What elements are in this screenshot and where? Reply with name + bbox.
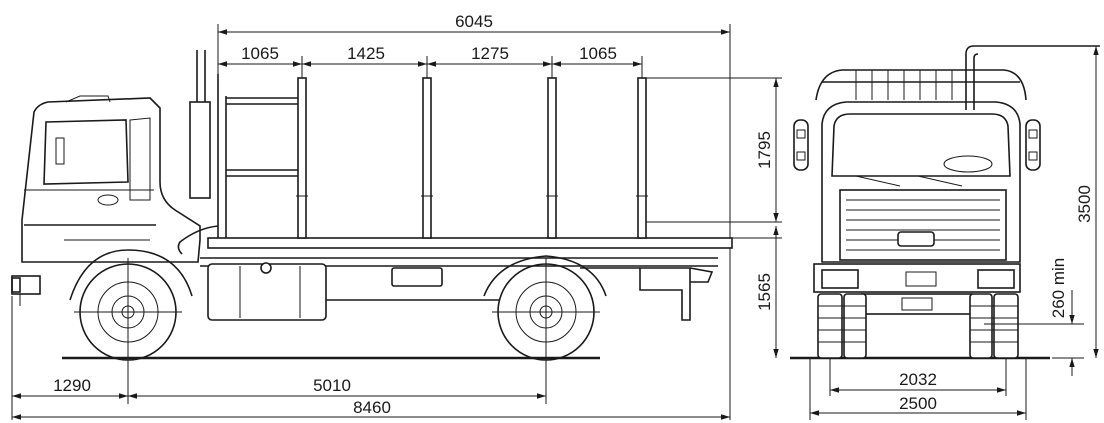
- dim-front-overhang: 1290: [53, 376, 91, 395]
- front-tires: [817, 293, 1019, 359]
- cab-emblem-icon: [97, 194, 119, 206]
- stake: [637, 77, 647, 239]
- dim-stake-height: 1795: [755, 131, 774, 169]
- stake: [422, 77, 432, 239]
- front-wheel: [74, 258, 182, 366]
- dim-stake-gap-1: 1065: [241, 44, 279, 63]
- front-dimensions: 3500 260 min 2032 2500: [809, 46, 1099, 420]
- right-mirror: [1025, 119, 1041, 171]
- fuel-cap-icon: [260, 262, 272, 274]
- platform-deck: [207, 237, 733, 249]
- side-view: [11, 50, 733, 366]
- dim-stake-gap-3: 1275: [471, 44, 509, 63]
- front-headboard: [815, 45, 1100, 110]
- dim-stake-gap-2: 1425: [347, 44, 385, 63]
- dim-stake-gap-4: 1065: [579, 44, 617, 63]
- fuel-tank: [207, 262, 327, 321]
- maz-logo-icon: [897, 231, 935, 247]
- dim-load-length: 6045: [455, 12, 493, 31]
- front-view: [790, 45, 1100, 360]
- battery-box: [391, 267, 443, 287]
- dim-ground-clearance: 260 min: [1049, 258, 1068, 318]
- dim-overall-width: 2500: [899, 394, 937, 413]
- rear-wheel: [492, 258, 600, 366]
- front-windshield: [831, 113, 1011, 177]
- front-fender: [69, 249, 193, 301]
- dim-overall-length: 8460: [353, 398, 391, 417]
- left-mirror: [793, 119, 809, 171]
- left-headlight: [821, 269, 859, 289]
- front-bumper-front-view: [813, 263, 1021, 315]
- cab: [21, 95, 201, 263]
- grille: [839, 189, 1007, 261]
- stake: [297, 77, 307, 239]
- right-headlight: [977, 269, 1015, 289]
- dim-wheelbase: 5010: [313, 376, 351, 395]
- rear-frame: [580, 267, 714, 321]
- dim-overall-height: 3500: [1075, 185, 1094, 223]
- rear-fender: [483, 255, 607, 297]
- headboard: [177, 50, 300, 255]
- front-bumper: [11, 275, 41, 306]
- side-dimensions: 6045 1065 1425 1275 1065 1795 1565 1290 …: [11, 12, 782, 420]
- dim-track-width: 2032: [899, 370, 937, 389]
- dim-platform-height: 1565: [755, 273, 774, 311]
- stake: [547, 77, 557, 239]
- front-cab: [821, 101, 1021, 263]
- steering-wheel-icon: [943, 155, 993, 173]
- stakes: [296, 77, 648, 239]
